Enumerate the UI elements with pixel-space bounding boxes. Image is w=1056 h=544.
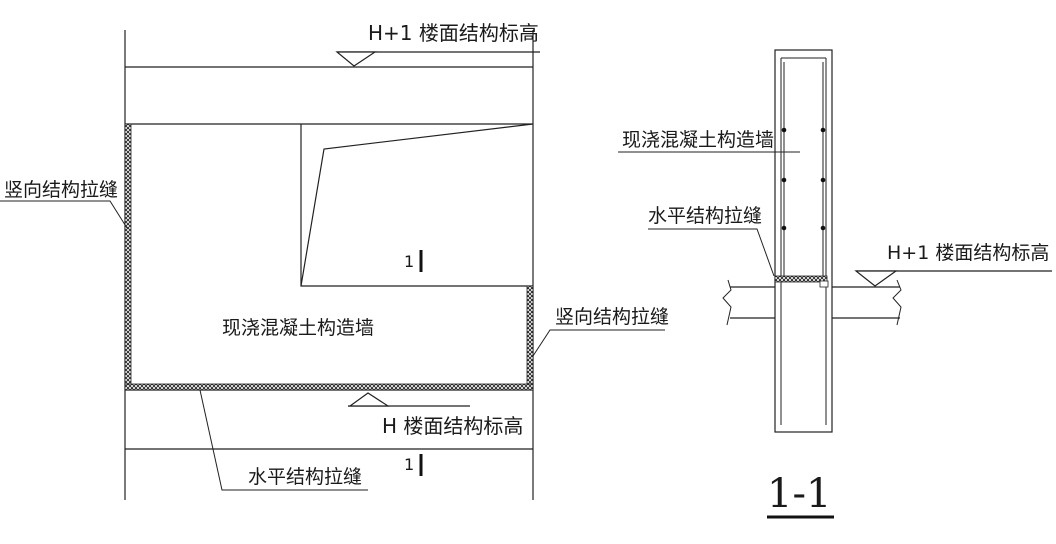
section-level-marker (854, 270, 1052, 287)
bottom-joint-label: 水平结构拉缝 (248, 466, 362, 488)
section-mark-lower: 1 (404, 455, 414, 474)
bottom-joint-leader (199, 389, 368, 491)
section-joint-label: 水平结构拉缝 (648, 205, 762, 227)
section-title: 1-1 (767, 471, 831, 517)
bottom-horizontal-joint (124, 383, 534, 391)
right-joint-label: 竖向结构拉缝 (555, 306, 669, 328)
section-level-label: H+1 楼面结构标高 (887, 242, 1049, 264)
top-level-marker (335, 51, 540, 67)
wall-opening-outline (300, 124, 533, 287)
slab-break-left (722, 279, 732, 326)
section-joint-leader (648, 228, 775, 277)
elevation-view: H+1 楼面结构标高 H 楼面结构标高 竖向结构拉缝 竖向结构拉缝 水平结构拉缝… (0, 21, 669, 500)
section-slab (722, 279, 902, 326)
left-joint-label: 竖向结构拉缝 (4, 179, 118, 201)
slab-break-right (892, 279, 902, 326)
right-vertical-joint (526, 285, 534, 386)
bottom-level-label: H 楼面结构标高 (382, 414, 523, 438)
section-view: 现浇混凝土构造墙 水平结构拉缝 H+1 楼面结构标高 1-1 (618, 49, 1052, 519)
wall-opening-sloped-edge (300, 123, 534, 287)
section-wall-outline (774, 49, 833, 433)
top-level-label: H+1 楼面结构标高 (368, 21, 539, 45)
section-mark-upper: 1 (404, 252, 414, 271)
left-joint-leader (0, 200, 128, 229)
right-joint-leader (532, 329, 665, 357)
bottom-level-marker (348, 392, 470, 407)
section-horizontal-joint (774, 275, 828, 283)
wall-label: 现浇混凝土构造墙 (222, 317, 374, 339)
section-wall-label: 现浇混凝土构造墙 (622, 129, 774, 151)
left-vertical-joint (124, 123, 132, 386)
rebar-dots (781, 127, 826, 231)
section-joint-end (819, 280, 829, 288)
